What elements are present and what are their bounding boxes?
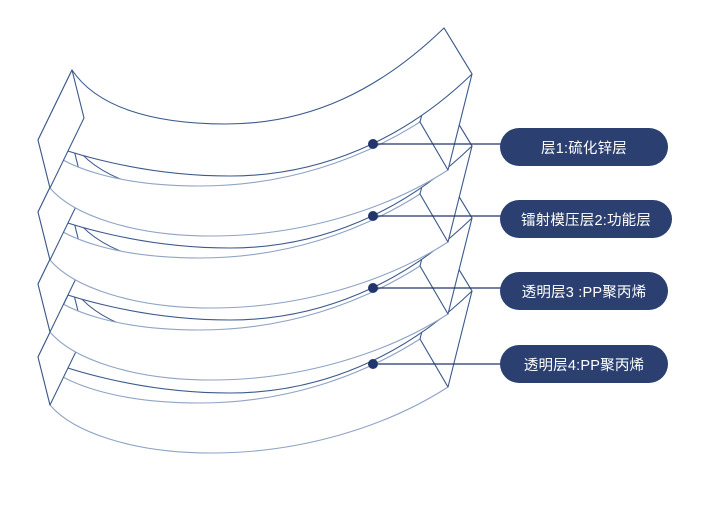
connector-group — [368, 139, 502, 369]
layer-label-2[interactable]: 镭射模压层2:功能层 — [500, 200, 672, 238]
connector-dot-2 — [368, 211, 378, 221]
layer-label-4[interactable]: 透明层4:PP聚丙烯 — [500, 345, 668, 383]
layer-label-1-text: 层1:硫化锌层 — [541, 140, 627, 157]
layer-label-1[interactable]: 层1:硫化锌层 — [500, 128, 668, 166]
layer-label-3-text: 透明层3 :PP聚丙烯 — [521, 284, 647, 301]
layer-label-2-text: 镭射模压层2:功能层 — [520, 212, 652, 229]
connector-dot-4 — [368, 359, 378, 369]
connector-dot-3 — [368, 283, 378, 293]
layer-label-3[interactable]: 透明层3 :PP聚丙烯 — [500, 272, 668, 310]
layer-label-4-text: 透明层4:PP聚丙烯 — [523, 357, 645, 374]
connector-dot-1 — [368, 139, 378, 149]
